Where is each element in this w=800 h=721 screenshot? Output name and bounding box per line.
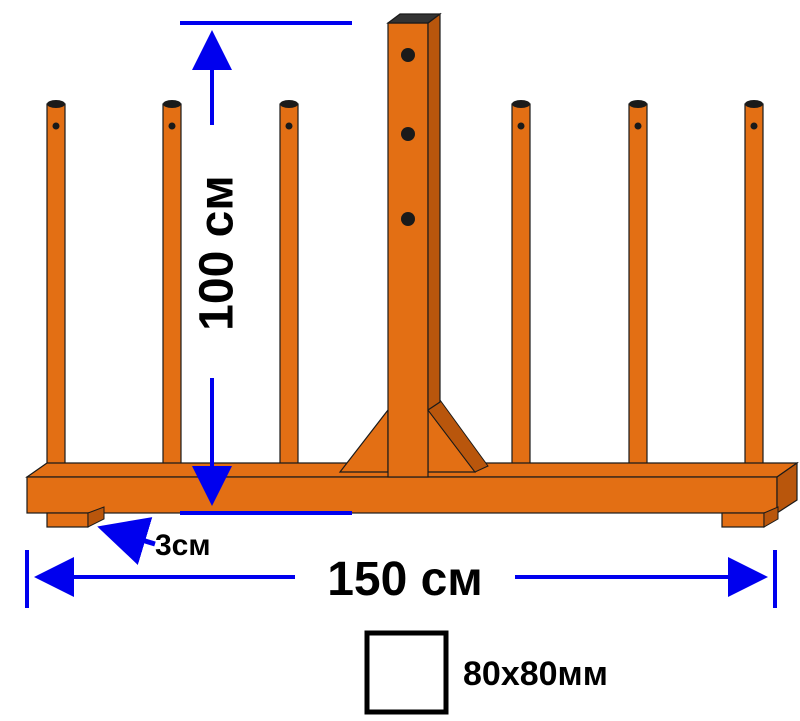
profile-square-icon [364, 630, 449, 715]
feet [46, 506, 779, 528]
width-dimension: 150 см [25, 550, 777, 608]
pin-5 [628, 100, 648, 473]
profile-legend: 80х80мм [364, 630, 608, 715]
height-label: 100 см [191, 175, 244, 331]
foot-left [46, 506, 105, 528]
pins-right [511, 100, 764, 473]
foot-gap-dimension: 3см [97, 517, 211, 565]
pins-left [46, 100, 299, 473]
foot-right [721, 506, 779, 528]
width-label: 150 см [327, 553, 483, 606]
central-post [386, 12, 442, 478]
foot-gap-label: 3см [155, 529, 211, 562]
pin-6 [744, 100, 764, 473]
height-dimension: 100 см [180, 21, 352, 515]
pin-4 [511, 100, 531, 473]
post-hole-1 [401, 48, 415, 62]
profile-label: 80х80мм [463, 655, 608, 693]
gussets [338, 399, 489, 473]
pin-3 [279, 100, 299, 473]
pin-1 [46, 100, 66, 473]
pin-2 [162, 100, 182, 473]
post-hole-3 [401, 212, 415, 226]
post-hole-2 [401, 127, 415, 141]
